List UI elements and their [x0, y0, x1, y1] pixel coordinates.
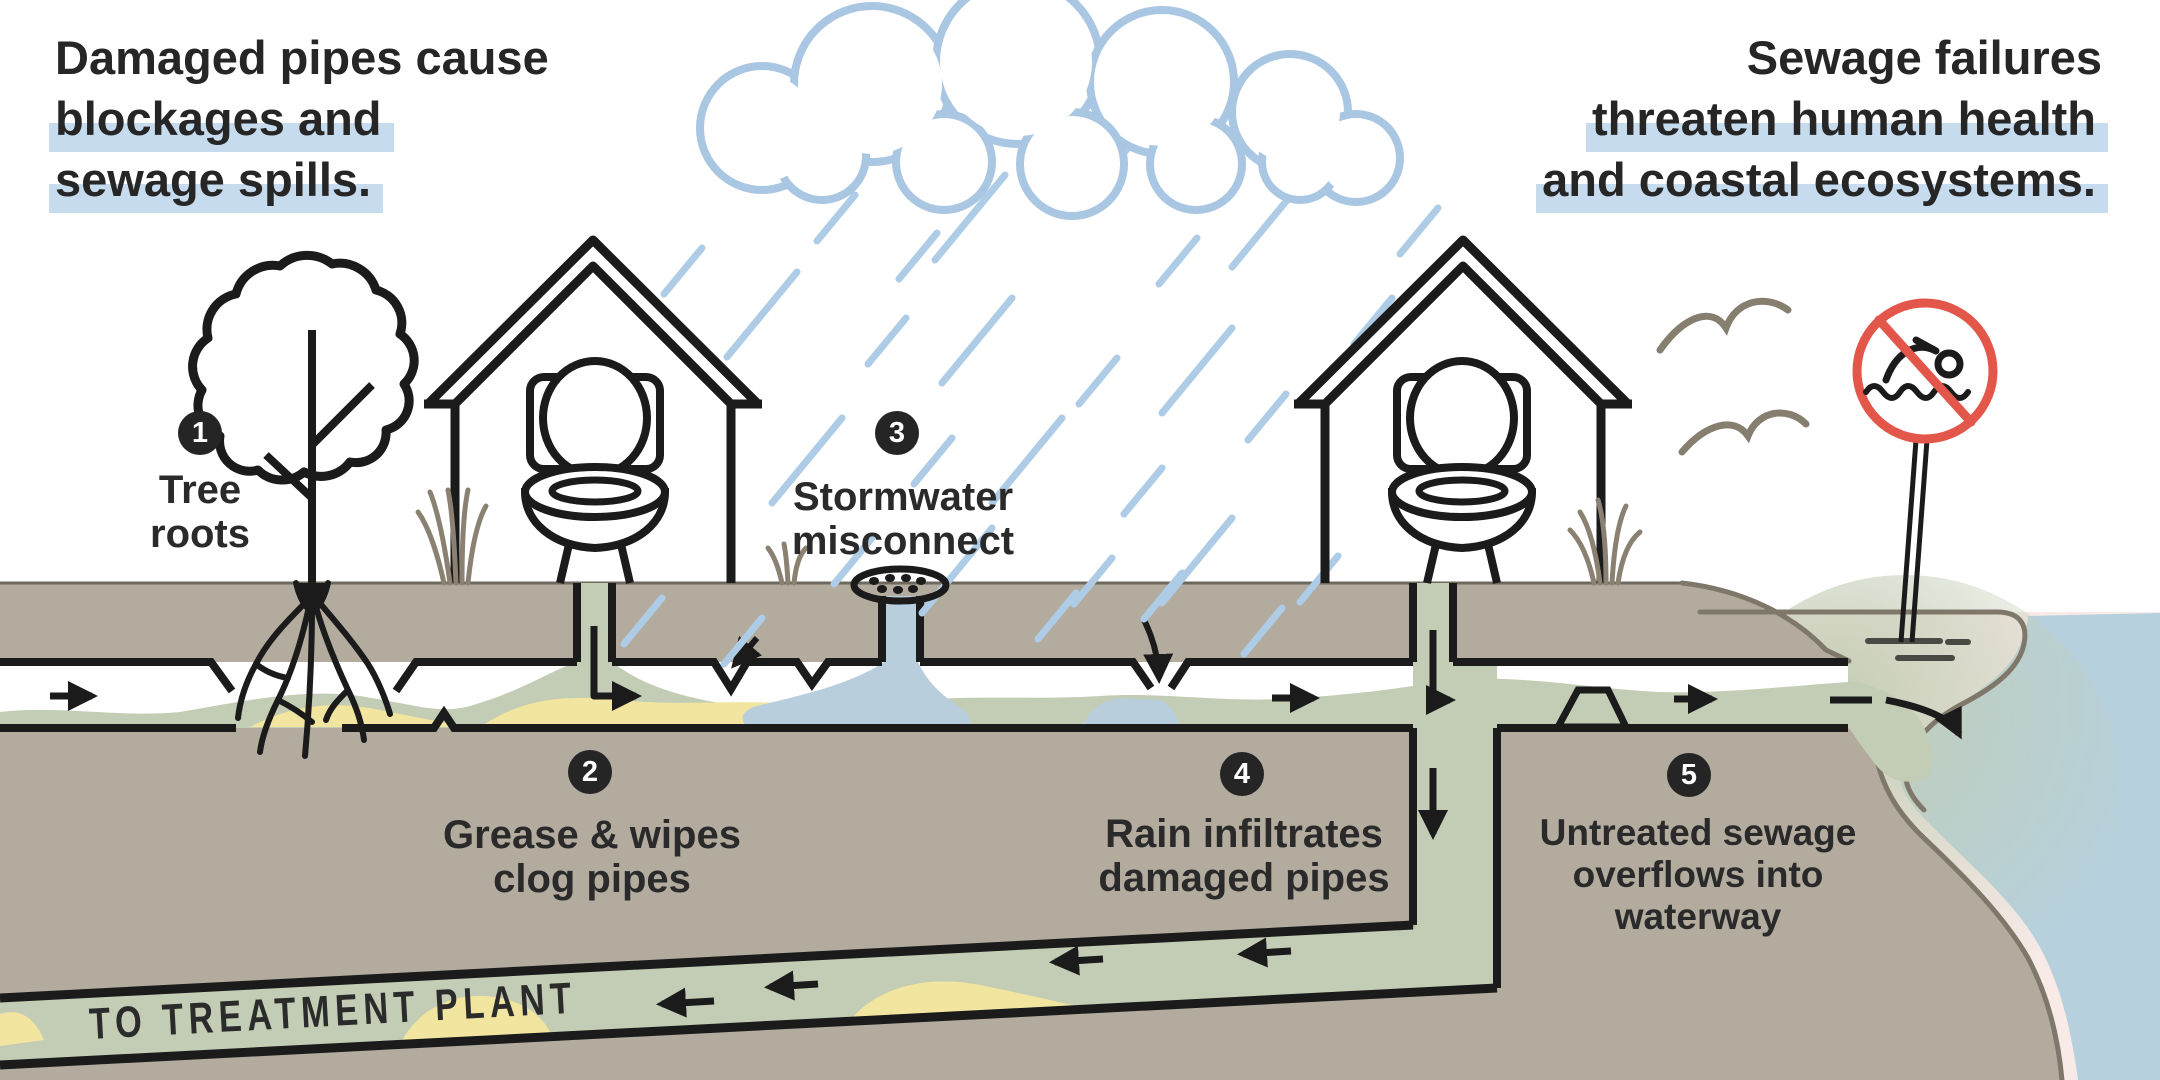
- step-badge-1: 1: [178, 411, 222, 455]
- tree-roots-icon: [235, 580, 393, 759]
- toilet-icon: [520, 357, 670, 584]
- headline-left: Damaged pipes cause blockages and sewage…: [49, 27, 549, 213]
- headline-left-line2: blockages and: [49, 92, 394, 152]
- weir-icon: [1552, 686, 1632, 731]
- toilet-icon: [1387, 357, 1537, 584]
- sewer-pipe-outline: [0, 583, 1848, 988]
- grease-blob: [400, 995, 552, 1044]
- step-label-rain: Rain infiltrates damaged pipes: [1098, 812, 1390, 900]
- flow-arrow-left: [656, 937, 1292, 1018]
- stormwater-puddle: [742, 662, 971, 727]
- headline-right-line3: and coastal ecosystems.: [1536, 153, 2108, 213]
- infiltration-arrow: [731, 618, 1174, 684]
- cloud-icon: [696, 0, 1404, 220]
- step-label-grease: Grease & wipes clog pipes: [443, 813, 741, 901]
- headline-right-line2: threaten human health: [1585, 92, 2108, 152]
- step-badge-5: 5: [1667, 753, 1711, 797]
- headline-right: Sewage failures threaten human health an…: [1536, 27, 2108, 213]
- step-badge-2: 2: [568, 750, 612, 794]
- headline-left-line1: Damaged pipes cause: [55, 31, 549, 84]
- no-swimming-sign-icon: [1852, 298, 1998, 643]
- step-badge-3: 3: [875, 411, 919, 455]
- treatment-pipe-top: [0, 920, 1414, 1003]
- stormwater-puddle: [1082, 698, 1180, 727]
- flow-arrow-right: [50, 626, 1718, 840]
- treatment-pipe: [0, 920, 1498, 1070]
- grease-blob: [0, 1012, 44, 1046]
- prohibition-slash: [1874, 315, 1976, 427]
- step-label-tree-roots: Tree roots: [150, 468, 250, 556]
- house-icon: [1294, 235, 1632, 583]
- step-label-untreated: Untreated sewage overflows into waterway: [1539, 812, 1857, 937]
- sewage-sediment: [0, 662, 1848, 728]
- storm-drain-icon: [850, 565, 950, 605]
- step-badge-4: 4: [1220, 752, 1264, 796]
- beach-marks: [1865, 638, 1971, 661]
- headline-right-line1: Sewage failures: [1746, 31, 2102, 84]
- step-label-stormwater: Stormwater misconnect: [791, 475, 1015, 563]
- storm-drop-water: [884, 596, 918, 666]
- treatment-pipe-sewage: [0, 923, 1497, 1063]
- outfall-arrow: [1885, 696, 1963, 740]
- swimmer-icon: [1863, 336, 1971, 401]
- treatment-pipe-bottom: [0, 983, 1498, 1070]
- seagull-icon: [1656, 297, 1810, 456]
- tree-icon: [188, 250, 419, 583]
- grass-icon: [415, 487, 1643, 586]
- outfall-spill: [1848, 680, 1932, 782]
- headline-left-line3: sewage spills.: [49, 153, 384, 213]
